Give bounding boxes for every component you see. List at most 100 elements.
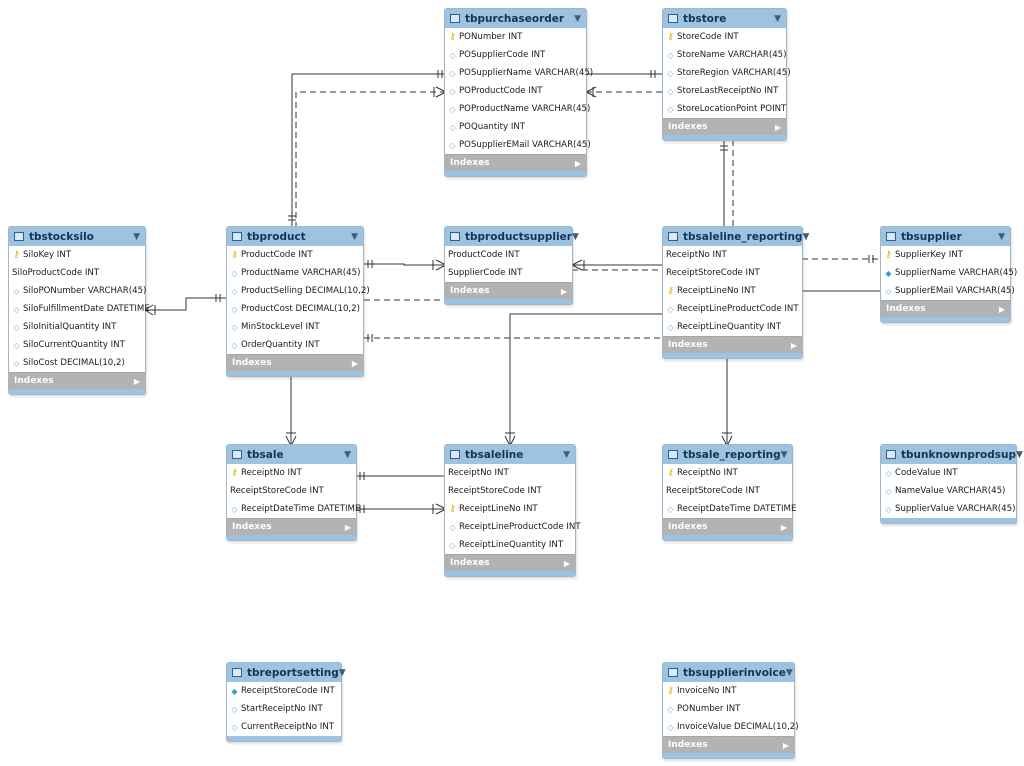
chevron-down-icon[interactable]: ▼ xyxy=(998,231,1005,242)
column-row[interactable]: ◇StoreRegion VARCHAR(45) xyxy=(663,64,790,82)
column-row[interactable]: ◇ReceiptLineProductCode INT xyxy=(663,300,802,318)
column-row[interactable]: ReceiptStoreCode INT xyxy=(445,482,575,500)
indexes-bar[interactable]: Indexes▶ xyxy=(227,518,356,535)
column-row[interactable]: ◇ReceiptLineQuantity INT xyxy=(663,318,802,336)
column-row[interactable]: ◇POQuantity INT xyxy=(445,118,586,136)
indexes-bar[interactable]: Indexes▶ xyxy=(445,554,575,571)
indexes-bar[interactable]: Indexes▶ xyxy=(663,336,802,353)
table-tbproduct[interactable]: tbproduct▼ ⚷ProductCode INT◇ProductName … xyxy=(226,226,370,377)
table-tbstore[interactable]: tbstore▼ ⚷StoreCode INT◇StoreName VARCHA… xyxy=(662,8,791,141)
column-row[interactable]: ◆SupplierName VARCHAR(45) xyxy=(881,264,1017,282)
column-row[interactable]: ◇MinStockLevel INT xyxy=(227,318,363,336)
column-row[interactable]: ReceiptNo INT xyxy=(663,246,802,264)
indexes-bar[interactable]: Indexes▶ xyxy=(445,154,586,171)
chevron-down-icon[interactable]: ▼ xyxy=(344,449,351,460)
indexes-bar[interactable]: Indexes▶ xyxy=(663,518,792,535)
column-row[interactable]: ◇OrderQuantity INT xyxy=(227,336,363,354)
column-row[interactable]: ⚷SupplierKey INT xyxy=(881,246,1010,264)
column-row[interactable]: ⚷StoreCode INT xyxy=(663,28,786,46)
chevron-down-icon[interactable]: ▼ xyxy=(1016,449,1023,460)
column-row[interactable]: ◇InvoiceValue DECIMAL(10,2) xyxy=(663,718,798,736)
column-row[interactable]: ◇POSupplierEMail VARCHAR(45) xyxy=(445,136,590,154)
column-row[interactable]: ReceiptStoreCode INT xyxy=(227,482,356,500)
triangle-right-icon[interactable]: ▶ xyxy=(774,122,781,132)
table-header[interactable]: tbsupplierinvoice▼ xyxy=(663,663,794,682)
column-row[interactable]: ◆ReceiptStoreCode INT xyxy=(227,682,341,700)
chevron-down-icon[interactable]: ▼ xyxy=(133,231,140,242)
column-row[interactable]: ⚷ReceiptLineNo INT xyxy=(663,282,802,300)
column-row[interactable]: ◇CurrentReceiptNo INT xyxy=(227,718,341,736)
column-row[interactable]: ReceiptStoreCode INT xyxy=(663,482,792,500)
triangle-right-icon[interactable]: ▶ xyxy=(133,376,140,386)
column-row[interactable]: ⚷ReceiptLineNo INT xyxy=(445,500,575,518)
column-row[interactable]: ◇CodeValue INT xyxy=(881,464,1016,482)
column-row[interactable]: ◇StoreName VARCHAR(45) xyxy=(663,46,786,64)
column-row[interactable]: ⚷ProductCode INT xyxy=(227,246,363,264)
column-row[interactable]: ◇NameValue VARCHAR(45) xyxy=(881,482,1016,500)
chevron-down-icon[interactable]: ▼ xyxy=(351,231,358,242)
indexes-bar[interactable]: Indexes▶ xyxy=(663,736,794,753)
indexes-bar[interactable]: Indexes▶ xyxy=(227,354,363,371)
column-row[interactable]: ◇POSupplierCode INT xyxy=(445,46,586,64)
column-row[interactable]: ◇ProductSelling DECIMAL(10,2) xyxy=(227,282,369,300)
triangle-right-icon[interactable]: ▶ xyxy=(344,522,351,532)
chevron-down-icon[interactable]: ▼ xyxy=(780,449,788,460)
chevron-down-icon[interactable]: ▼ xyxy=(574,13,581,24)
column-row[interactable]: ⚷ReceiptNo INT xyxy=(227,464,356,482)
triangle-right-icon[interactable]: ▶ xyxy=(782,740,789,750)
chevron-down-icon[interactable]: ▼ xyxy=(571,231,579,242)
column-row[interactable]: SupplierCode INT xyxy=(445,264,572,282)
column-row[interactable]: ◇ReceiptLineQuantity INT xyxy=(445,536,575,554)
column-row[interactable]: ⚷SiloKey INT xyxy=(9,246,145,264)
column-row[interactable]: ◇ReceiptDateTime DATETIME xyxy=(227,500,360,518)
column-row[interactable]: ReceiptNo INT xyxy=(445,464,575,482)
table-header[interactable]: tbsaleline_reporting▼ xyxy=(663,227,809,246)
column-row[interactable]: ◇POProductName VARCHAR(45) xyxy=(445,100,590,118)
column-row[interactable]: ◇SiloCost DECIMAL(10,2) xyxy=(9,354,145,372)
chevron-down-icon[interactable]: ▼ xyxy=(774,13,781,24)
triangle-right-icon[interactable]: ▶ xyxy=(780,522,787,532)
table-tbsupplier[interactable]: tbsupplier▼ ⚷SupplierKey INT◆SupplierNam… xyxy=(880,226,1017,323)
indexes-bar[interactable]: Indexes▶ xyxy=(445,282,572,299)
table-header[interactable]: tbproduct▼ xyxy=(227,227,363,246)
table-header[interactable]: tbstocksilo▼ xyxy=(9,227,145,246)
indexes-bar[interactable]: Indexes▶ xyxy=(881,300,1010,317)
column-row[interactable]: ◇SiloCurrentQuantity INT xyxy=(9,336,145,354)
column-row[interactable]: ◇POProductCode INT xyxy=(445,82,586,100)
triangle-right-icon[interactable]: ▶ xyxy=(998,304,1005,314)
column-row[interactable]: ProductCode INT xyxy=(445,246,572,264)
column-row[interactable]: ◇ProductName VARCHAR(45) xyxy=(227,264,363,282)
table-tbpurchaseorder[interactable]: tbpurchaseorder▼ ⚷PONumber INT◇POSupplie… xyxy=(444,8,593,177)
chevron-down-icon[interactable]: ▼ xyxy=(785,667,793,678)
column-row[interactable]: SiloProductCode INT xyxy=(9,264,145,282)
column-row[interactable]: ◇StoreLastReceiptNo INT xyxy=(663,82,786,100)
triangle-right-icon[interactable]: ▶ xyxy=(563,558,570,568)
column-row[interactable]: ◇StoreLocationPoint POINT xyxy=(663,100,786,118)
table-header[interactable]: tbsale_reporting▼ xyxy=(663,445,792,464)
indexes-bar[interactable]: Indexes▶ xyxy=(663,118,786,135)
table-tbunknownprodsup[interactable]: tbunknownprodsup▼ ◇CodeValue INT◇NameVal… xyxy=(880,444,1023,524)
table-header[interactable]: tbsaleline▼ xyxy=(445,445,575,464)
table-header[interactable]: tbsale▼ xyxy=(227,445,356,464)
table-header[interactable]: tbproductsupplier▼ xyxy=(445,227,579,246)
table-header[interactable]: tbunknownprodsup▼ xyxy=(881,445,1023,464)
table-header[interactable]: tbstore▼ xyxy=(663,9,786,28)
column-row[interactable]: ◇SupplierValue VARCHAR(45) xyxy=(881,500,1016,518)
chevron-down-icon[interactable]: ▼ xyxy=(338,667,346,678)
column-row[interactable]: ◇SiloInitialQuantity INT xyxy=(9,318,145,336)
column-row[interactable]: ◇ReceiptLineProductCode INT xyxy=(445,518,580,536)
column-row[interactable]: ◇SupplierEMail VARCHAR(45) xyxy=(881,282,1014,300)
triangle-right-icon[interactable]: ▶ xyxy=(351,358,358,368)
triangle-right-icon[interactable]: ▶ xyxy=(560,286,567,296)
column-row[interactable]: ◇ProductCost DECIMAL(10,2) xyxy=(227,300,363,318)
column-row[interactable]: ◇StartReceiptNo INT xyxy=(227,700,341,718)
column-row[interactable]: ◇POSupplierName VARCHAR(45) xyxy=(445,64,593,82)
column-row[interactable]: ◇SiloFulfillmentDate DATETIME xyxy=(9,300,149,318)
table-header[interactable]: tbsupplier▼ xyxy=(881,227,1010,246)
